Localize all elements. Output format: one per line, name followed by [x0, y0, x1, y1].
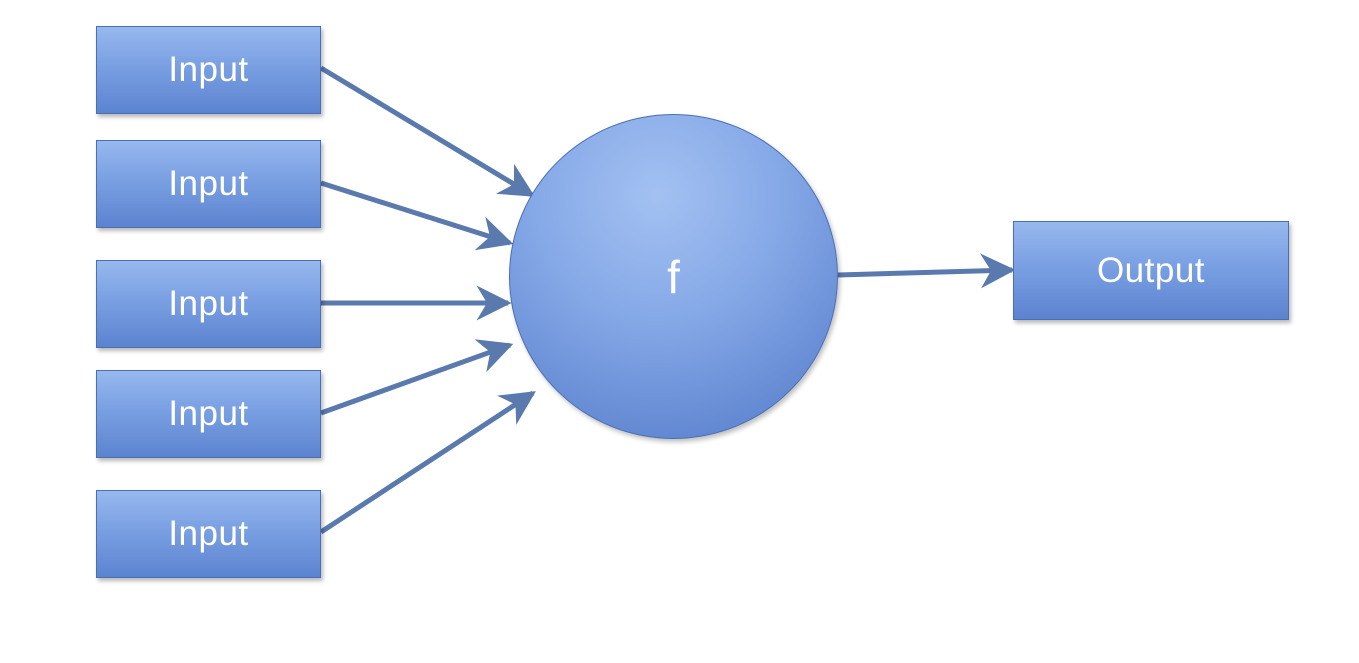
input-node-label: Input	[168, 50, 249, 89]
input-node-label: Input	[168, 164, 249, 203]
input-node-4: Input	[96, 370, 321, 458]
input-node-3: Input	[96, 260, 321, 348]
input-node-label: Input	[168, 284, 249, 323]
output-node: Output	[1013, 221, 1289, 320]
input-node-1: Input	[96, 26, 321, 114]
arrow-input-2-to-f	[320, 180, 514, 251]
arrow-input-4-to-f	[320, 339, 514, 416]
output-label: Output	[1096, 250, 1206, 290]
arrow-f-to-output	[837, 253, 1016, 289]
arrow-input-5-to-f	[319, 390, 536, 535]
arrow-input-1-to-f	[319, 65, 535, 198]
input-node-2: Input	[96, 140, 321, 228]
function-node: f	[509, 114, 838, 439]
input-node-5: Input	[96, 490, 321, 578]
input-node-label: Input	[168, 394, 249, 433]
input-node-label: Input	[168, 514, 249, 553]
function-label: f	[667, 250, 680, 303]
